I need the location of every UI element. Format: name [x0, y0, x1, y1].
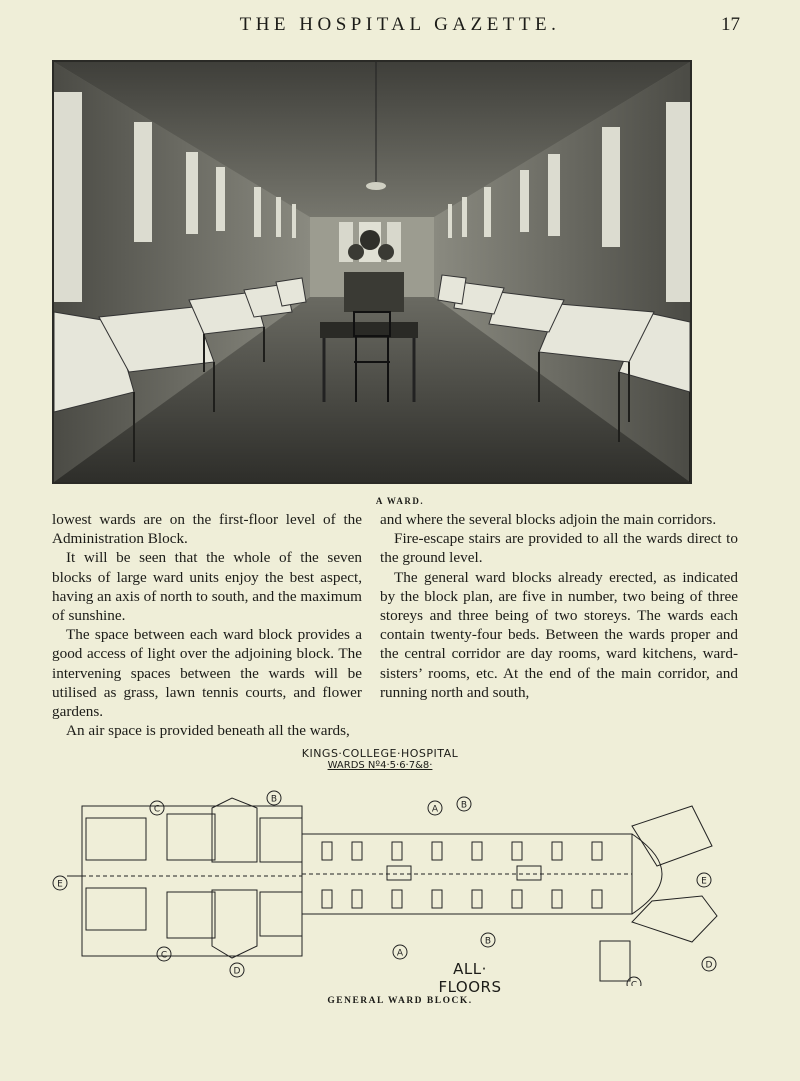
- left-column: lowest wards are on the first-floor leve…: [52, 510, 362, 740]
- right-column: and where the several blocks adjoin the …: [380, 510, 738, 702]
- plan-caption: GENERAL WARD BLOCK.: [327, 996, 473, 1006]
- plan-marker-label: A: [397, 949, 404, 959]
- plan-marker-label: D: [234, 967, 241, 977]
- plan-marker-label: A: [432, 805, 439, 815]
- paragraph: An air space is provided beneath all the…: [66, 722, 350, 740]
- paragraph: The space between each ward block provid…: [52, 626, 362, 721]
- plan-floors-label: ALL· FLOORS: [438, 960, 502, 996]
- plan-marker-label: C: [161, 951, 167, 961]
- plan-marker-label: C: [631, 981, 637, 987]
- plan-marker-label: B: [271, 795, 277, 805]
- plan-subtitle: WARDS Nº4·5·6·7&8·: [327, 760, 433, 771]
- paragraph: and where the several blocks adjoin the …: [380, 511, 717, 528]
- photo-caption: A WARD.: [375, 496, 425, 506]
- page-header: THE HOSPITAL GAZETTE. 17: [0, 14, 800, 44]
- plan-marker-label: E: [57, 880, 63, 890]
- ward-photograph: [52, 60, 692, 484]
- block-plan-drawing: C B A B E C D A B E C D: [52, 746, 752, 986]
- paragraph: It will be seen that the whole of the se…: [52, 549, 362, 625]
- plan-marker-label: B: [461, 801, 467, 811]
- running-title: THE HOSPITAL GAZETTE.: [239, 14, 561, 35]
- plan-marker-label: B: [485, 937, 491, 947]
- page-number: 17: [721, 14, 740, 35]
- plan-title: KINGS·COLLEGE·HOSPITAL: [301, 747, 459, 760]
- plan-marker-label: D: [706, 961, 713, 971]
- paragraph: lowest wards are on the first-floor leve…: [52, 511, 362, 548]
- paragraph: The general ward blocks already erected,…: [380, 568, 738, 701]
- plan-marker-label: C: [154, 805, 160, 815]
- paragraph: Fire-escape stairs are provided to all t…: [380, 530, 738, 567]
- plan-marker-label: E: [701, 877, 707, 887]
